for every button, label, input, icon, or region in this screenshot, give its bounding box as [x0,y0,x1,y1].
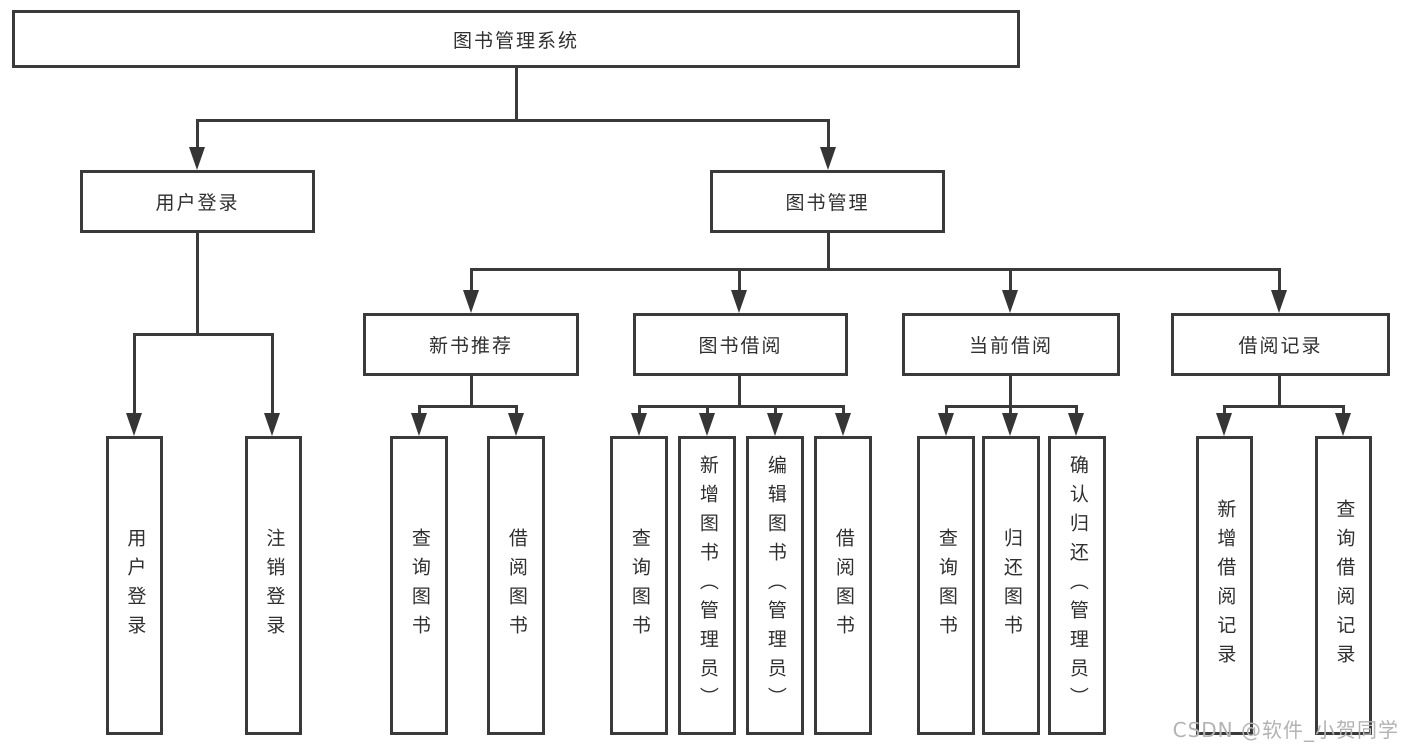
arrow-down-icon [411,413,427,436]
leaf-query-books-recommend: 查询图书 [390,436,448,735]
leaf-edit-book-admin: 编辑图书（管理员） [746,436,804,735]
node-current-borrowing: 当前借阅 [902,313,1120,376]
arrow-down-icon [1216,413,1232,436]
leaf-query-books-current: 查询图书 [917,436,975,735]
leaf-query-borrow-record: 查询借阅记录 [1315,436,1372,735]
connector-currentborrow-stem [1009,374,1012,408]
connector-bookborrow-stem [738,374,741,408]
node-book-management-label: 图书管理 [785,192,870,214]
leaf-edit-book-admin-label: 编辑图书（管理员） [764,455,787,716]
connector-drop-leaf-logout [271,333,274,415]
arrow-down-icon [189,147,205,170]
connector-drop-book-mgmt [827,119,830,150]
leaf-query-books-current-label: 查询图书 [935,527,958,644]
arrow-down-icon [1068,413,1084,436]
node-current-borrowing-label: 当前借阅 [968,335,1053,357]
connector-drop [1342,405,1345,417]
node-new-book-recommendation-label: 新书推荐 [428,335,513,357]
leaf-query-books-borrow: 查询图书 [610,436,668,735]
arrow-down-icon [699,413,715,436]
connector-bookborrow-branch [638,405,844,408]
leaf-borrow-books-borrow-label: 借阅图书 [832,527,855,644]
connector-drop [1223,405,1226,417]
csdn-watermark: CSDN @软件_小贺同学 [1172,718,1399,742]
connector-drop-current-borrow [1009,268,1012,293]
leaf-confirm-return-admin: 确认归还（管理员） [1048,436,1106,735]
leaf-add-book-admin-label: 新增图书（管理员） [696,455,719,716]
node-user-login-group: 用户登录 [80,170,315,233]
connector-drop-borrow-records [1278,268,1281,293]
connector-drop-leaf-user-login [133,333,136,415]
leaf-logout: 注销登录 [245,436,302,735]
connector-drop [842,405,845,417]
node-book-borrowing: 图书借阅 [633,313,848,376]
arrow-down-icon [938,413,954,436]
connector-drop [1009,405,1012,417]
arrow-down-icon [1002,290,1018,313]
arrow-down-icon [264,413,280,436]
connector-newbookrec-branch [418,405,518,408]
node-borrowing-records: 借阅记录 [1171,313,1390,376]
connector-bookmgmt-stem [827,231,830,271]
arrow-down-icon [1271,290,1287,313]
connector-drop [515,405,518,417]
connector-drop [706,405,709,417]
connector-drop [638,405,641,417]
leaf-logout-label: 注销登录 [263,527,286,644]
leaf-borrow-books-recommend-label: 借阅图书 [505,527,528,644]
connector-bookmgmt-branch [470,268,1281,271]
node-book-borrowing-label: 图书借阅 [698,335,783,357]
connector-borrowrecords-stem [1278,374,1281,408]
connector-drop-user-login [196,119,199,150]
node-root: 图书管理系统 [12,10,1020,68]
arrow-down-icon [820,147,836,170]
connector-root-stem [515,66,518,121]
node-book-management: 图书管理 [710,170,945,233]
node-root-label: 图书管理系统 [452,29,579,52]
leaf-user-login-label: 用户登录 [124,527,147,644]
arrow-down-icon [463,290,479,313]
leaf-add-borrow-record-label: 新增借阅记录 [1214,498,1237,673]
connector-drop-new-book-rec [470,268,473,293]
leaf-return-book-label: 归还图书 [1000,527,1023,644]
leaf-borrow-books-borrow: 借阅图书 [814,436,872,735]
connector-userlogin-branch [133,333,274,336]
arrow-down-icon [631,413,647,436]
leaf-query-books-recommend-label: 查询图书 [408,527,431,644]
connector-drop [1075,405,1078,417]
arrow-down-icon [767,413,783,436]
arrow-down-icon [835,413,851,436]
leaf-confirm-return-admin-label: 确认归还（管理员） [1066,455,1089,716]
connector-userlogin-stem [196,231,199,336]
node-user-login-group-label: 用户登录 [155,192,240,214]
arrow-down-icon [731,290,747,313]
node-new-book-recommendation: 新书推荐 [363,313,579,376]
connector-drop [774,405,777,417]
leaf-add-borrow-record: 新增借阅记录 [1196,436,1253,735]
connector-borrowrecords-branch [1223,405,1344,408]
connector-drop-book-borrow [738,268,741,293]
leaf-borrow-books-recommend: 借阅图书 [487,436,545,735]
connector-newbookrec-stem [470,374,473,408]
arrow-down-icon [1002,413,1018,436]
arrow-down-icon [1335,413,1351,436]
arrow-down-icon [126,413,142,436]
leaf-user-login: 用户登录 [106,436,163,735]
arrow-down-icon [508,413,524,436]
node-borrowing-records-label: 借阅记录 [1238,335,1323,357]
leaf-add-book-admin: 新增图书（管理员） [678,436,736,735]
leaf-return-book: 归还图书 [982,436,1040,735]
connector-root-branch [196,119,830,122]
connector-drop [418,405,421,417]
leaf-query-borrow-record-label: 查询借阅记录 [1333,498,1356,673]
connector-drop [945,405,948,417]
leaf-query-books-borrow-label: 查询图书 [628,527,651,644]
